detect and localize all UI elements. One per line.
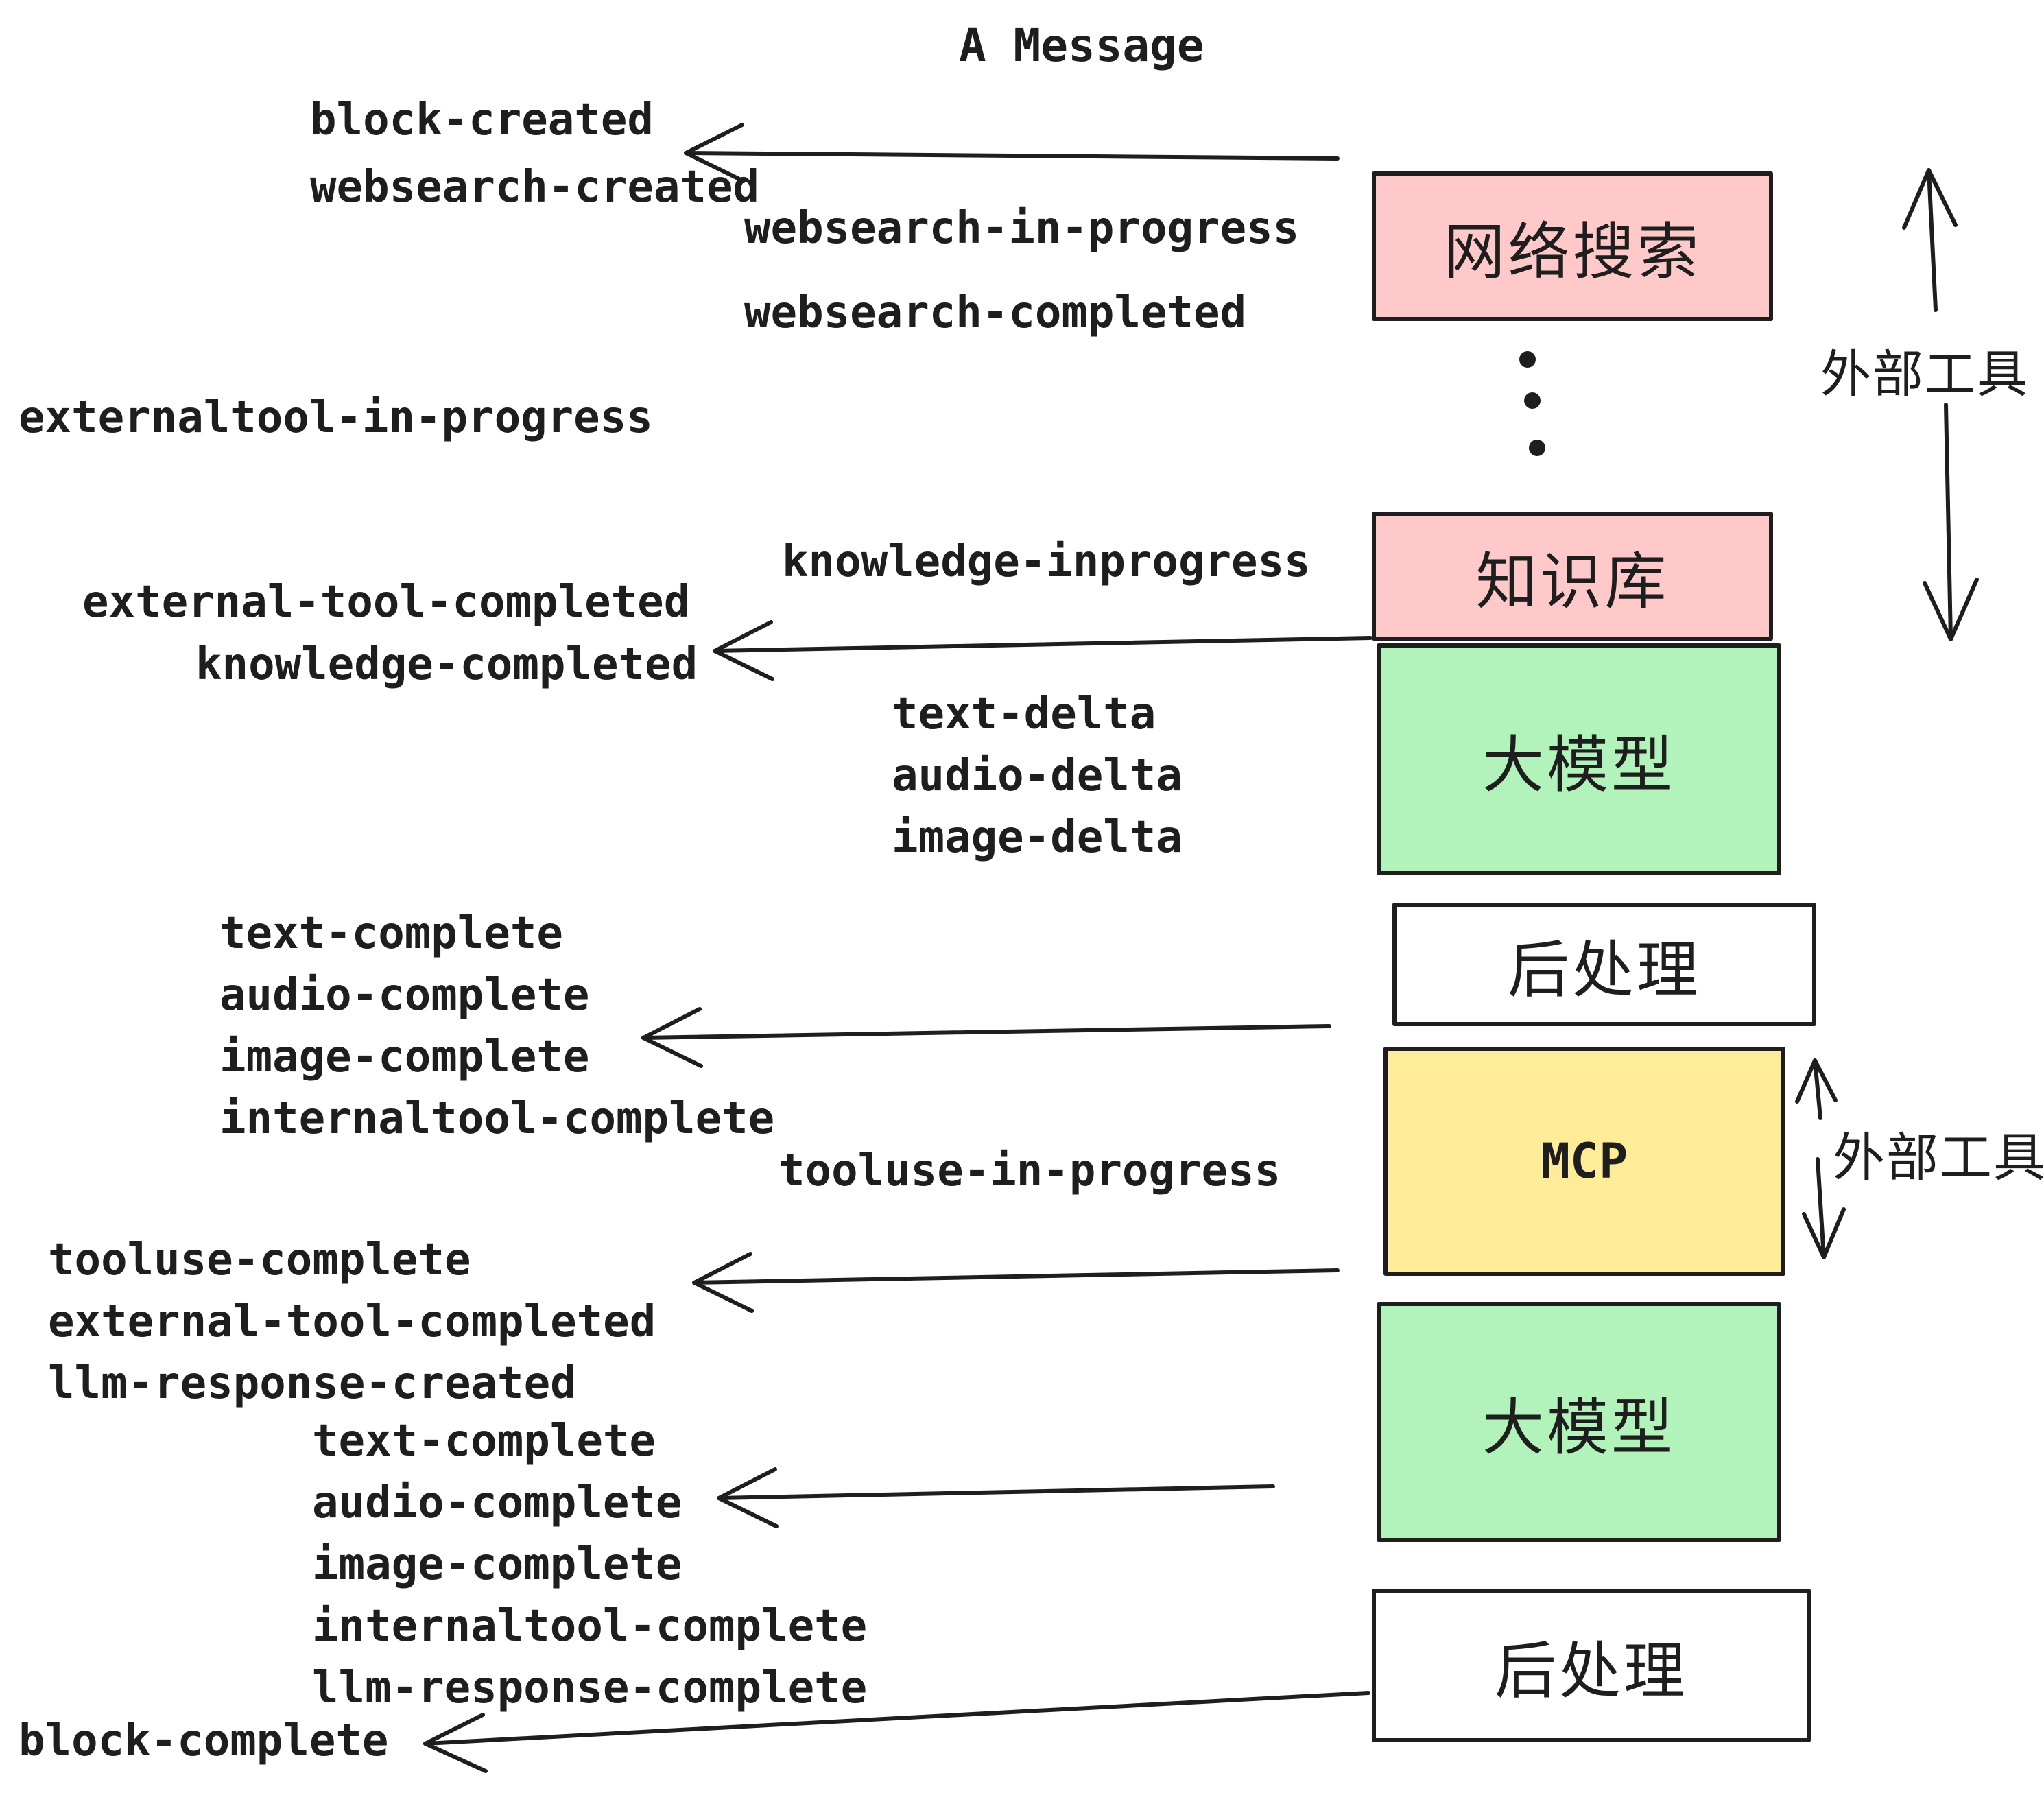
event-label-block-created: block-created — [310, 95, 654, 145]
arrow-knowledge-completed — [713, 620, 1372, 681]
event-label-audio-complete-1: audio-complete — [219, 970, 590, 1021]
llm-box-2-label: 大模型 — [1482, 1392, 1676, 1464]
llm-box-1-label: 大模型 — [1482, 729, 1676, 801]
mcp-external-tools-down-arrow — [1802, 1157, 1846, 1259]
llm-box-2: 大模型 — [1377, 1302, 1781, 1542]
event-label-image-complete-1: image-complete — [219, 1032, 590, 1082]
event-label-audio-delta-1: audio-delta — [892, 750, 1183, 801]
event-label-knowledge-completed: knowledge-completed — [195, 639, 698, 690]
event-label-audio-complete-2: audio-complete — [312, 1477, 682, 1528]
diagram-title: A Message — [959, 19, 1204, 72]
event-label-externaltool-in-progress: externaltool-in-progress — [19, 392, 653, 443]
external-tools-down-arrow — [1923, 403, 1979, 641]
postprocess-box-2-label: 后处理 — [1495, 1635, 1688, 1707]
mcp-box-label: MCP — [1541, 1133, 1628, 1189]
websearch-box-label: 网络搜索 — [1443, 216, 1702, 288]
external-tools-label-mid: 外部工具 — [1833, 1127, 2044, 1188]
event-label-external-tool-completed-1: external-tool-completed — [82, 577, 691, 628]
event-label-block-complete: block-complete — [19, 1716, 389, 1766]
event-label-text-complete-2: text-complete — [312, 1416, 656, 1467]
knowledge-box-label: 知识库 — [1475, 546, 1669, 618]
postprocess-box-2: 后处理 — [1372, 1589, 1811, 1742]
event-label-image-delta-1: image-delta — [892, 812, 1183, 863]
websearch-box: 网络搜索 — [1372, 171, 1773, 321]
ellipsis-dots — [1519, 351, 1545, 456]
event-label-external-tool-completed-2: external-tool-completed — [48, 1296, 656, 1347]
event-label-internaltool-complete-2: internaltool-complete — [312, 1601, 868, 1652]
external-tools-label-top: 外部工具 — [1820, 345, 2029, 404]
event-label-image-complete-2: image-complete — [312, 1539, 682, 1590]
event-label-knowledge-inprogress: knowledge-inprogress — [782, 536, 1311, 587]
llm-box-1: 大模型 — [1377, 643, 1781, 875]
arrow-external-tool-completed — [692, 1252, 1340, 1313]
event-label-text-complete-1: text-complete — [219, 908, 563, 959]
event-label-tooluse-complete: tooluse-complete — [48, 1235, 471, 1285]
mcp-box: MCP — [1383, 1047, 1785, 1276]
knowledge-box: 知识库 — [1372, 512, 1773, 641]
event-label-internaltool-complete-1: internaltool-complete — [219, 1093, 775, 1144]
postprocess-box-1-label: 后处理 — [1508, 934, 1701, 1006]
event-label-llm-response-complete: llm-response-complete — [312, 1663, 868, 1713]
event-label-llm-response-created: llm-response-created — [48, 1358, 577, 1409]
event-label-text-delta-1: text-delta — [892, 689, 1156, 739]
arrow-audio-complete — [717, 1467, 1275, 1528]
event-label-websearch-completed: websearch-completed — [744, 287, 1247, 338]
mcp-external-tools-up-arrow — [1795, 1058, 1838, 1120]
event-label-websearch-created: websearch-created — [310, 162, 760, 213]
arrow-block-created — [684, 123, 1340, 183]
postprocess-box-1: 后处理 — [1392, 903, 1816, 1026]
event-label-tooluse-in-progress: tooluse-in-progress — [779, 1146, 1281, 1196]
arrow-image-complete — [641, 1007, 1331, 1068]
external-tools-up-arrow — [1902, 168, 1958, 312]
arrow-block-complete — [423, 1691, 1370, 1773]
event-label-websearch-in-progress: websearch-in-progress — [744, 203, 1300, 254]
